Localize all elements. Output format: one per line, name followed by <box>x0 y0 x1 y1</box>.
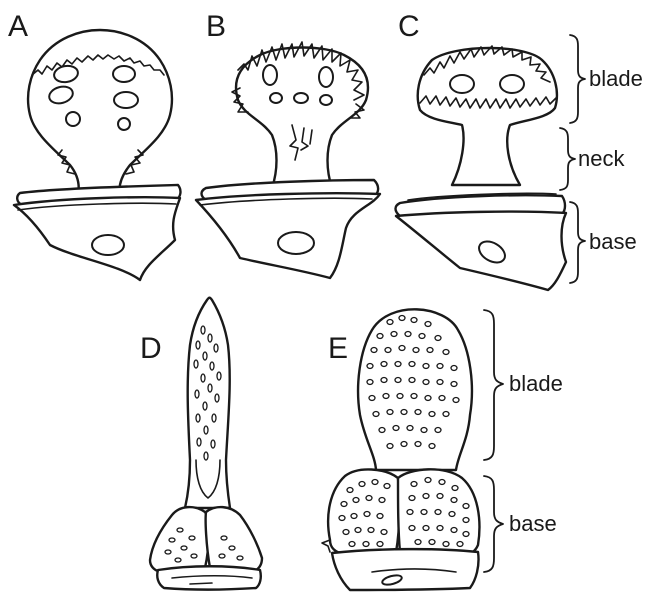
panel-b-drawing <box>196 42 380 278</box>
brace-top-blade <box>570 35 585 123</box>
brace-bottom-blade <box>484 310 503 460</box>
label-top-neck: neck <box>578 146 625 171</box>
brace-bottom-base <box>484 476 503 572</box>
label-top-blade: blade <box>589 66 643 91</box>
panel-letter-b: B <box>206 10 226 43</box>
panel-a-drawing <box>14 30 180 280</box>
panel-letter-c: C <box>398 10 420 43</box>
label-bottom-blade: blade <box>509 371 563 396</box>
panel-letter-e: E <box>328 332 348 365</box>
panel-letter-a: A <box>8 10 28 43</box>
brace-top-neck <box>560 128 575 190</box>
panel-c-drawing <box>396 46 567 290</box>
label-bottom-base: base <box>509 511 557 536</box>
panel-d-drawing <box>150 298 262 590</box>
label-top-base: base <box>589 229 637 254</box>
brace-top-base <box>570 202 585 283</box>
panel-letter-d: D <box>140 332 162 365</box>
